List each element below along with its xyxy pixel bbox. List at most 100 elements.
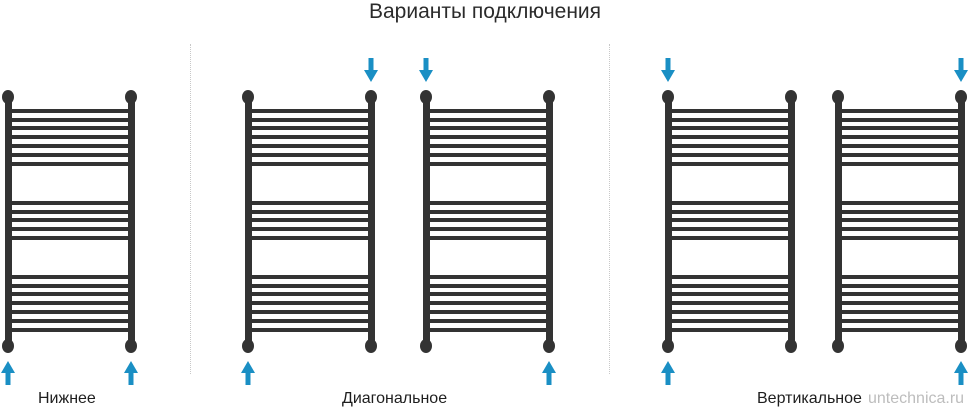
crossbar <box>841 118 958 122</box>
crossbar <box>671 153 788 157</box>
crossbar <box>251 144 368 148</box>
crossbar <box>841 201 958 205</box>
crossbar <box>429 218 546 222</box>
crossbar <box>841 292 958 296</box>
left-rail <box>665 97 672 346</box>
crossbar <box>251 275 368 279</box>
crossbar <box>11 301 128 305</box>
crossbar <box>671 275 788 279</box>
crossbar <box>429 144 546 148</box>
crossbar <box>251 162 368 166</box>
rail-cap <box>420 339 432 353</box>
crossbar <box>251 153 368 157</box>
crossbar <box>841 109 958 113</box>
rail-cap <box>242 339 254 353</box>
crossbar <box>429 301 546 305</box>
crossbar <box>429 236 546 240</box>
crossbar <box>429 227 546 231</box>
crossbar <box>671 162 788 166</box>
crossbar <box>671 236 788 240</box>
crossbar <box>671 218 788 222</box>
crossbar <box>251 328 368 332</box>
arrow-in-icon <box>364 58 378 82</box>
section-divider <box>609 44 610 374</box>
left-rail <box>835 97 842 346</box>
crossbar <box>11 210 128 214</box>
crossbar <box>429 162 546 166</box>
crossbar <box>11 284 128 288</box>
crossbar <box>671 301 788 305</box>
crossbar <box>11 135 128 139</box>
crossbar <box>11 292 128 296</box>
rail-cap <box>662 90 674 104</box>
crossbar <box>429 328 546 332</box>
crossbar <box>11 218 128 222</box>
crossbar <box>671 201 788 205</box>
towel-radiator <box>661 58 797 385</box>
crossbar <box>671 310 788 314</box>
rail-cap <box>785 339 797 353</box>
arrow-in-icon <box>661 58 675 82</box>
left-rail <box>5 97 12 346</box>
crossbar <box>671 109 788 113</box>
right-rail <box>958 97 965 346</box>
towel-radiator <box>832 58 968 385</box>
crossbar <box>429 310 546 314</box>
crossbar <box>671 126 788 130</box>
rail-cap <box>543 339 555 353</box>
crossbar <box>841 301 958 305</box>
crossbar <box>251 319 368 323</box>
crossbar <box>11 118 128 122</box>
crossbar <box>11 144 128 148</box>
crossbar <box>671 135 788 139</box>
crossbar <box>251 218 368 222</box>
crossbar <box>841 310 958 314</box>
crossbar <box>429 319 546 323</box>
crossbar <box>251 292 368 296</box>
crossbar <box>251 284 368 288</box>
rail-cap <box>662 339 674 353</box>
crossbar <box>11 201 128 205</box>
crossbar <box>671 319 788 323</box>
crossbar <box>429 284 546 288</box>
crossbar <box>841 153 958 157</box>
arrow-up-icon <box>124 361 138 385</box>
crossbar <box>841 162 958 166</box>
arrow-in-icon <box>419 58 433 82</box>
rail-cap <box>420 90 432 104</box>
left-rail <box>245 97 252 346</box>
arrow-up-icon <box>661 361 675 385</box>
label-bottom-connection: Нижнее <box>38 390 96 407</box>
towel-radiator <box>419 58 556 385</box>
crossbar <box>11 109 128 113</box>
arrow-up-icon <box>954 361 968 385</box>
crossbar <box>671 328 788 332</box>
crossbar <box>841 236 958 240</box>
crossbar <box>841 275 958 279</box>
rail-cap <box>365 339 377 353</box>
crossbar <box>251 118 368 122</box>
crossbar <box>429 126 546 130</box>
crossbar <box>429 210 546 214</box>
crossbar <box>251 210 368 214</box>
crossbar <box>429 109 546 113</box>
towel-radiator <box>241 58 378 385</box>
rail-cap <box>242 90 254 104</box>
crossbar <box>841 227 958 231</box>
rail-cap <box>2 339 14 353</box>
crossbar <box>251 227 368 231</box>
rail-cap <box>543 90 555 104</box>
crossbar <box>671 227 788 231</box>
crossbar <box>671 292 788 296</box>
crossbar <box>841 210 958 214</box>
right-rail <box>546 97 553 346</box>
towel-radiator <box>1 90 138 385</box>
right-rail <box>788 97 795 346</box>
right-rail <box>368 97 375 346</box>
crossbar <box>429 292 546 296</box>
section-divider <box>190 44 191 374</box>
crossbar <box>11 227 128 231</box>
watermark: untechnica.ru <box>868 390 965 407</box>
crossbar <box>251 201 368 205</box>
crossbar <box>251 109 368 113</box>
